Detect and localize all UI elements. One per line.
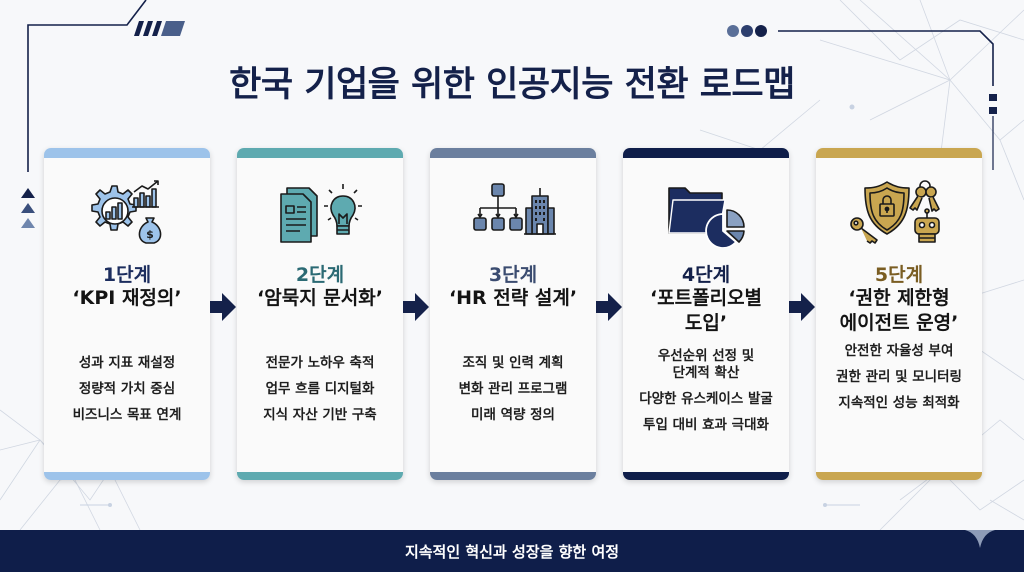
gear-chart-money-icon: $ — [44, 178, 210, 248]
desc-line: 안전한 자율성 부여 — [844, 343, 954, 359]
stage-card-2: 2단계 ‘암묵지 문서화’ 전문가 노하우 축적 업무 흐름 디지털화 지식 자… — [237, 148, 403, 480]
desc-line: 투입 대비 효과 극대화 — [643, 417, 769, 433]
desc-line: 단계적 확산 — [672, 365, 740, 381]
page-title: 한국 기업을 위한 인공지능 전환 로드맵 — [229, 65, 795, 105]
card-accent-top — [44, 148, 210, 158]
stage-name-line: ‘암묵지 문서화’ — [257, 287, 383, 309]
arrow-right-icon — [403, 293, 429, 321]
document-lightbulb-icon — [237, 178, 403, 248]
stage-name: ‘HR 전략 설계’ — [434, 286, 592, 311]
desc-line: 권한 관리 및 모니터링 — [836, 369, 962, 385]
stage-name-line: ‘권한 제한형 — [848, 287, 950, 309]
stage-step-label: 5단계 — [874, 264, 924, 286]
stage-step-label: 3단계 — [488, 264, 538, 286]
stage-card-3: 3단계 ‘HR 전략 설계’ 조직 및 인력 계획 변화 관리 프로그램 미래 … — [430, 148, 596, 480]
desc-line: 조직 및 인력 계획 — [462, 355, 564, 371]
card-accent-bottom — [237, 472, 403, 480]
stage-description: 성과 지표 재설정 정량적 가치 중심 비즈니스 목표 연계 — [46, 350, 208, 428]
frame-line-top-left — [27, 0, 185, 172]
stage-step-label: 1단계 — [102, 264, 152, 286]
stage-step-label: 4단계 — [681, 264, 731, 286]
card-accent-top — [816, 148, 982, 158]
card-accent-bottom — [44, 472, 210, 480]
card-accent-bottom — [623, 472, 789, 480]
stage-name: ‘KPI 재정의’ — [48, 286, 206, 311]
arrow-right-icon — [210, 293, 236, 321]
arrow-right-icon — [789, 293, 815, 321]
stage-card-4: 4단계 ‘포트폴리오별 도입’ 우선순위 선정 및 단계적 확산 다양한 유스케… — [623, 148, 789, 480]
desc-line: 다양한 유스케이스 발굴 — [639, 391, 773, 407]
folder-pie-chart-icon — [623, 178, 789, 248]
stage-name: ‘암묵지 문서화’ — [241, 286, 399, 311]
footer-notch-decoration — [965, 530, 995, 548]
stage-card-1: $ 1단계 ‘KPI 재정의’ 성과 지표 재설정 정량적 가치 중심 비즈니스… — [44, 148, 210, 480]
card-accent-bottom — [430, 472, 596, 480]
stage-card-5: 5단계 ‘권한 제한형 에이전트 운영’ 안전한 자율성 부여 권한 관리 및 … — [816, 148, 982, 480]
stage-name: ‘포트폴리오별 도입’ — [627, 286, 785, 336]
shield-keys-robot-icon — [816, 178, 982, 248]
card-accent-top — [430, 148, 596, 158]
footer-banner: 지속적인 혁신과 성장을 향한 여정 — [0, 530, 1024, 572]
desc-line: 전문가 노하우 축적 — [265, 355, 375, 371]
footer-text: 지속적인 혁신과 성장을 향한 여정 — [404, 542, 620, 561]
triangle-markers — [21, 188, 35, 228]
stage-description: 조직 및 인력 계획 변화 관리 프로그램 미래 역량 정의 — [432, 350, 594, 428]
desc-line: 미래 역량 정의 — [471, 407, 555, 423]
stage-name-line: 에이전트 운영’ — [839, 312, 959, 334]
desc-line: 비즈니스 목표 연계 — [72, 407, 182, 423]
card-accent-top — [623, 148, 789, 158]
desc-line: 지식 자산 기반 구축 — [263, 407, 377, 423]
stage-name-line: ‘KPI 재정의’ — [72, 287, 182, 309]
desc-line: 지속적인 성능 최적화 — [838, 395, 960, 411]
card-accent-bottom — [816, 472, 982, 480]
frame-line-top-right — [727, 25, 997, 170]
desc-line: 변화 관리 프로그램 — [458, 381, 568, 397]
stage-name: ‘권한 제한형 에이전트 운영’ — [820, 286, 978, 336]
stage-name-line: 도입’ — [684, 312, 728, 334]
svg-text:$: $ — [146, 228, 154, 241]
desc-line: 정량적 가치 중심 — [78, 381, 176, 397]
stage-description: 우선순위 선정 및 단계적 확산 다양한 유스케이스 발굴 투입 대비 효과 극… — [625, 348, 787, 438]
desc-line: 우선순위 선정 및 — [657, 348, 755, 364]
desc-line: 성과 지표 재설정 — [78, 355, 176, 371]
org-chart-building-icon — [430, 178, 596, 248]
desc-line: 업무 흐름 디지털화 — [265, 381, 375, 397]
stage-step-label: 2단계 — [295, 264, 345, 286]
arrow-right-icon — [596, 293, 622, 321]
stage-description: 전문가 노하우 축적 업무 흐름 디지털화 지식 자산 기반 구축 — [239, 350, 401, 428]
stage-name-line: ‘포트폴리오별 — [649, 287, 763, 309]
stage-description: 안전한 자율성 부여 권한 관리 및 모니터링 지속적인 성능 최적화 — [818, 338, 980, 416]
stage-name-line: ‘HR 전략 설계’ — [448, 287, 578, 309]
card-accent-top — [237, 148, 403, 158]
